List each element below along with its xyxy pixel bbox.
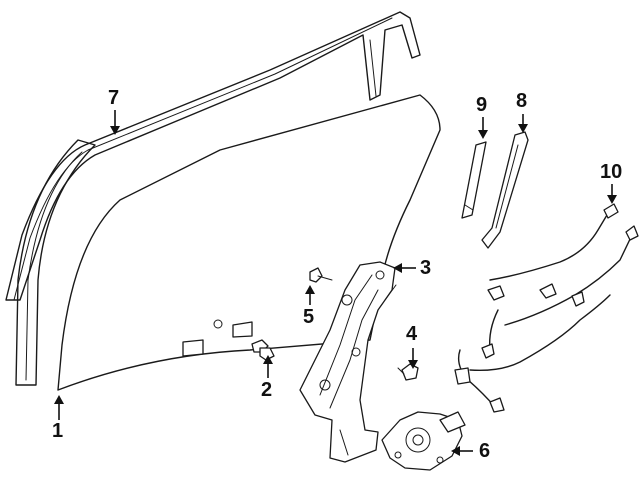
callout-10: 10 [600, 161, 623, 183]
seal-strip-part-9 [461, 141, 487, 219]
callout-6: 6 [479, 440, 491, 462]
callout-2: 2 [261, 379, 273, 401]
door-glass-part-1 [57, 94, 441, 391]
callout-8: 8 [516, 90, 528, 112]
seal-strip-part-8 [481, 131, 529, 249]
callout-5: 5 [303, 306, 315, 328]
bolt-part-5 [309, 267, 333, 283]
wiring-harness-part-10 [454, 203, 639, 413]
bolt-part-2 [251, 339, 275, 361]
callout-4: 4 [406, 323, 418, 345]
bolt-part-4 [397, 363, 419, 381]
callout-3: 3 [420, 257, 432, 279]
run-channel-part-7 [5, 11, 421, 386]
callout-leaders [54, 110, 617, 456]
callout-9: 9 [476, 94, 488, 116]
callout-7: 7 [108, 87, 120, 109]
window-regulator-part-3 [299, 261, 397, 463]
regulator-motor-part-6 [381, 411, 466, 471]
callout-1: 1 [52, 420, 64, 442]
